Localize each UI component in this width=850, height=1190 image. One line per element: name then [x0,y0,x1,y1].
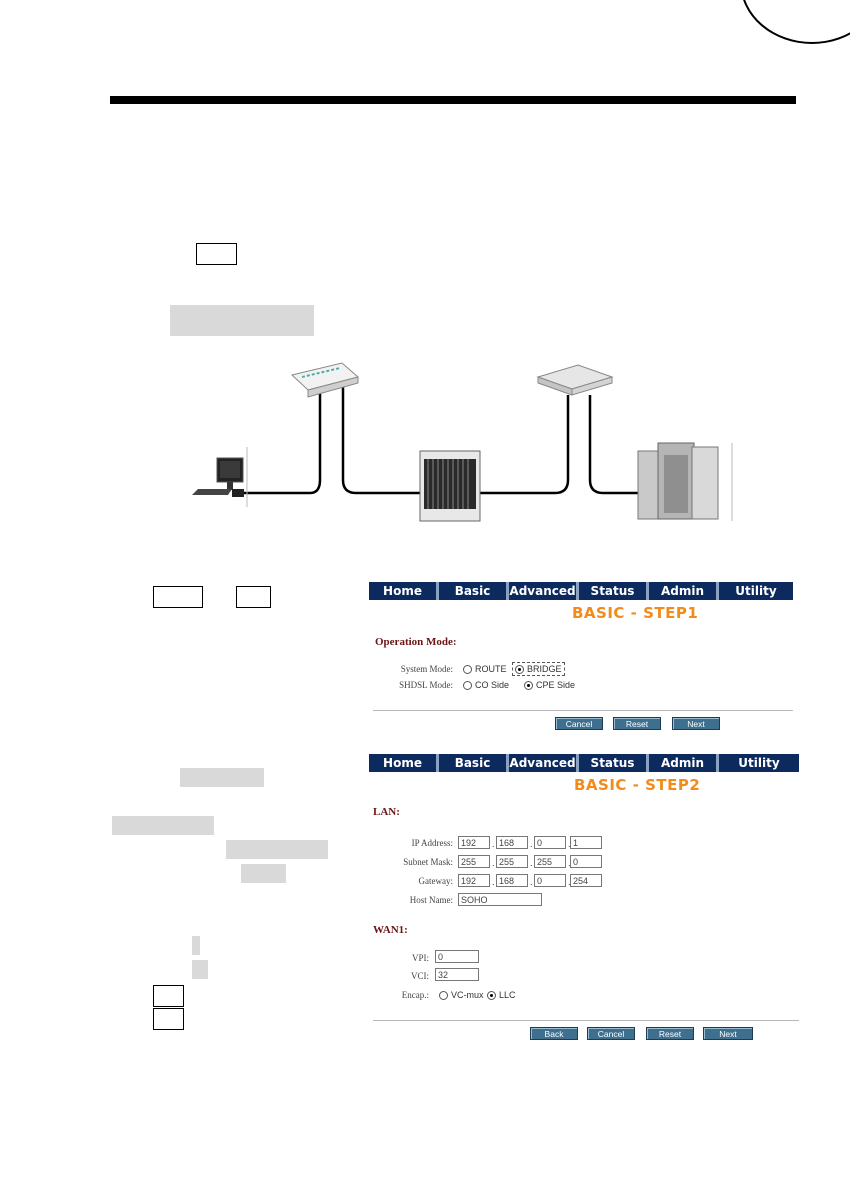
step1-title: BASIC - STEP1 [572,604,699,622]
ip-octet-4[interactable] [570,836,602,849]
ip-octet-3[interactable] [534,836,566,849]
cable-router-server [588,395,638,495]
highlight-bar [241,864,286,883]
encap-vc-mux-radio[interactable]: VC-mux [439,990,484,1000]
vci-label: VCI: [411,971,429,981]
highlight-bar [192,960,208,979]
nav-admin[interactable]: Admin [649,582,719,600]
shdsl-cpe-side-radio[interactable]: CPE Side [524,680,575,690]
cancel-button[interactable]: Cancel [587,1027,635,1040]
mask-octet-4[interactable] [570,855,602,868]
host-name-field[interactable] [458,893,542,906]
ip-address-label: IP Address: [411,838,453,848]
computer-icon [192,447,248,507]
highlight-bar [112,816,214,835]
lan-heading: LAN: [373,806,400,818]
ip-dot: . [530,839,533,849]
router-icon [536,364,614,396]
key-box [153,1008,184,1030]
gateway-dot: . [530,877,533,887]
gateway-octet-4[interactable] [570,874,602,887]
subnet-mask-label: Subnet Mask: [403,857,453,867]
nav-home[interactable]: Home [369,582,439,600]
step2-divider [373,1020,799,1021]
radio-selected-icon[interactable] [524,680,533,690]
mask-octet-1[interactable] [458,855,490,868]
nav-home[interactable]: Home [369,754,439,772]
gateway-octet-2[interactable] [496,874,528,887]
ip-octet-2[interactable] [496,836,528,849]
nav-advanced[interactable]: Advanced [509,582,579,600]
shdsl-co-side-radio[interactable]: CO Side [463,680,509,690]
operation-mode-heading: Operation Mode: [375,636,457,648]
reset-button[interactable]: Reset [613,717,661,730]
radio-icon[interactable] [463,664,472,674]
ip-dot: . [492,839,495,849]
gateway-dot: . [568,877,571,887]
back-button[interactable]: Back [530,1027,578,1040]
mask-dot: . [530,858,533,868]
key-box [236,586,271,608]
highlight-bar [192,936,200,955]
encap-llc-radio[interactable]: LLC [487,990,516,1000]
nav-admin[interactable]: Admin [649,754,719,772]
key-box [153,985,184,1007]
encap-label: Encap.: [401,990,429,1000]
next-button[interactable]: Next [672,717,720,730]
mask-dot: . [568,858,571,868]
system-mode-route-radio[interactable]: ROUTE [463,664,507,674]
system-mode-label: System Mode: [400,664,453,674]
gateway-label: Gateway: [418,876,453,886]
radio-selected-icon[interactable] [515,664,524,674]
vpi-field[interactable] [435,950,479,963]
nav-advanced[interactable]: Advanced [509,754,579,772]
radio-icon[interactable] [439,990,448,1000]
step2-title: BASIC - STEP2 [574,776,701,794]
chapter-rule [110,96,796,104]
nav-basic[interactable]: Basic [439,582,509,600]
step1-nav-bar: Home Basic Advanced Status Admin Utility [369,582,793,600]
mask-octet-2[interactable] [496,855,528,868]
key-box [153,586,203,608]
mask-dot: . [492,858,495,868]
wan1-heading: WAN1: [373,924,408,936]
highlight-bar [170,305,314,336]
gateway-octet-1[interactable] [458,874,490,887]
reset-button[interactable]: Reset [646,1027,694,1040]
ip-dot: . [568,839,571,849]
key-box [196,243,237,265]
vci-field[interactable] [435,968,479,981]
step2-nav-bar: Home Basic Advanced Status Admin Utility [369,754,799,772]
step2-panel: Home Basic Advanced Status Admin Utility… [369,752,799,1047]
gateway-octet-3[interactable] [534,874,566,887]
step1-divider [373,710,793,711]
next-button[interactable]: Next [703,1027,753,1040]
shdsl-mode-label: SHDSL Mode: [399,680,453,690]
step1-panel: Home Basic Advanced Status Admin Utility… [369,580,793,730]
ip-octet-1[interactable] [458,836,490,849]
nav-utility[interactable]: Utility [719,754,799,772]
nav-status[interactable]: Status [579,754,649,772]
highlight-bar [226,840,328,859]
cable-dslam-router [480,395,570,495]
system-mode-bridge-radio[interactable]: BRIDGE [512,662,565,676]
cable-modem-dslam [341,385,420,495]
cable-pc-modem [240,385,322,495]
dslam-chassis-icon [419,450,481,522]
vpi-label: VPI: [411,953,429,963]
network-diagram [192,362,733,522]
mask-octet-3[interactable] [534,855,566,868]
nav-basic[interactable]: Basic [439,754,509,772]
nav-utility[interactable]: Utility [719,582,793,600]
server-icon [637,442,733,521]
modem-icon [290,362,360,398]
radio-icon[interactable] [463,680,472,690]
host-name-label: Host Name: [409,895,453,905]
gateway-dot: . [492,877,495,887]
radio-selected-icon[interactable] [487,990,496,1000]
cancel-button[interactable]: Cancel [555,717,603,730]
nav-status[interactable]: Status [579,582,649,600]
highlight-bar [180,768,264,787]
page-corner-arc [740,0,850,44]
